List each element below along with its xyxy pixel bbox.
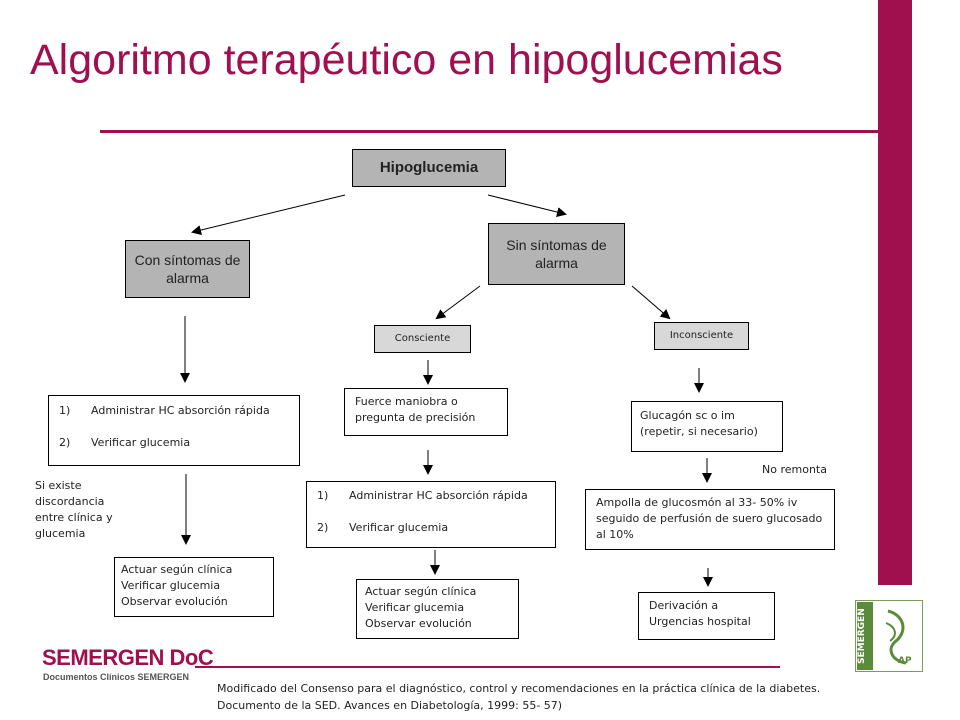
result-line: Observar evolución	[365, 617, 472, 630]
footer-divider	[195, 666, 780, 668]
conscious-node: Consciente	[374, 325, 471, 353]
arrow-right-conscious	[435, 285, 481, 320]
result-line: Verificar glucemia	[365, 601, 465, 614]
list-item: 2) Verificar glucemia	[59, 435, 289, 451]
arrow-right-unconscious	[631, 285, 671, 320]
page-title: Algoritmo terapéutico en hipoglucemias	[30, 36, 783, 84]
step-number: 2)	[317, 521, 329, 534]
step-text: Verificar glucemia	[91, 436, 191, 449]
conscious-step1-box: Fuerce maniobra o pregunta de precisión	[344, 388, 508, 436]
result-line: Actuar según clínica	[121, 563, 233, 576]
step-text: Administrar HC absorción rápida	[349, 489, 528, 502]
unconscious-step2-box: Ampolla de glucosmón al 33- 50% iv segui…	[585, 489, 835, 550]
arrow-root-left	[191, 194, 346, 235]
result-line: Actuar según clínica	[365, 585, 477, 598]
list-item: 1) Administrar HC absorción rápida	[59, 403, 289, 419]
unconscious-node: Inconsciente	[654, 322, 749, 350]
brand-subtitle: Documentos Clínicos SEMERGEN	[43, 672, 190, 682]
result-line: Verificar glucemia	[121, 579, 221, 592]
left-result-box: Actuar según clínica Verificar glucemia …	[114, 557, 274, 617]
step-number: 2)	[59, 436, 71, 449]
unconscious-step1-box: Glucagón sc o im (repetir, si necesario)	[631, 401, 783, 452]
right-branch-header: Sin síntomas de alarma	[488, 223, 625, 285]
step-number: 1)	[317, 489, 329, 502]
brand-logo-text: SEMERGEN DoC	[42, 645, 214, 670]
step-number: 1)	[59, 404, 71, 417]
step-text: Verificar glucemia	[349, 521, 449, 534]
discordance-note: Si existe discordancia entre clínica y g…	[35, 479, 113, 540]
citation-text: Modificado del Consenso para el diagnóst…	[217, 682, 821, 712]
result-line: Observar evolución	[121, 595, 228, 608]
logo-vertical-text: SEMERGEN	[857, 602, 873, 670]
conscious-steps-box: 1) Administrar HC absorción rápida 2) Ve…	[306, 481, 556, 548]
conscious-result-box: Actuar según clínica Verificar glucemia …	[356, 579, 519, 639]
arrow-root-right	[487, 194, 567, 217]
no-rebound-note: No remonta	[762, 463, 827, 476]
logo-mark-icon	[885, 609, 907, 665]
list-item: 1) Administrar HC absorción rápida	[317, 488, 545, 504]
unconscious-step3-box: Derivación a Urgencias hospital	[638, 592, 775, 640]
list-item: 2) Verificar glucemia	[317, 520, 545, 536]
step-text: Administrar HC absorción rápida	[91, 404, 270, 417]
left-steps-box: 1) Administrar HC absorción rápida 2) Ve…	[48, 395, 300, 466]
left-branch-header: Con síntomas de alarma	[125, 240, 250, 298]
side-accent-bar	[878, 0, 912, 585]
root-node: Hipoglucemia	[352, 149, 506, 187]
title-underline	[100, 130, 880, 133]
logo-ap-text: AP	[898, 656, 912, 666]
